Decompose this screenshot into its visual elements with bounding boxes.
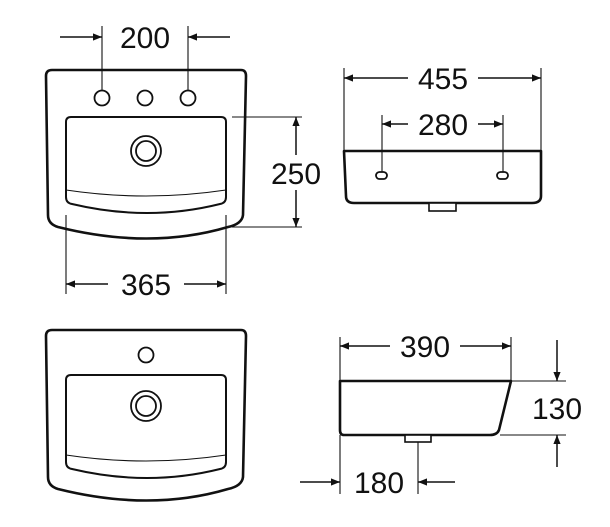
tap-hole-icon [137,346,155,364]
dim-tap-spacing: 200 [120,22,170,55]
waste-drain-icon [428,202,457,212]
dim-bowl-depth: 250 [271,158,321,191]
dim-waste-position: 180 [354,467,404,500]
plan-view-one-tap [44,328,248,502]
dim-overall-width: 455 [418,63,468,96]
bowl-outline [65,116,227,214]
dim-overall-depth: 390 [400,331,450,364]
tap-hole-icon [93,89,111,107]
bowl-front-curve [65,189,227,197]
bowl-outline [65,374,227,479]
basin-side-outline [338,379,513,437]
waste-drain-inner [135,140,157,162]
dim-fixing-spacing: 280 [418,109,468,142]
tap-hole-icon [179,89,197,107]
plan-view-three-tap: 200 250 365 [44,22,321,302]
rear-elevation-view: 455 280 [342,63,543,212]
side-elevation-view: 390 130 180 [300,331,582,500]
dim-bowl-width: 365 [121,269,171,302]
waste-drain-icon [404,434,432,443]
dim-height: 130 [532,393,582,426]
basin-rear-outline [342,149,543,205]
fixing-hole-icon [496,171,509,180]
waste-drain-inner [135,395,157,417]
bowl-front-curve [65,454,227,462]
tap-hole-icon [136,89,154,107]
fixing-hole-icon [375,171,388,180]
